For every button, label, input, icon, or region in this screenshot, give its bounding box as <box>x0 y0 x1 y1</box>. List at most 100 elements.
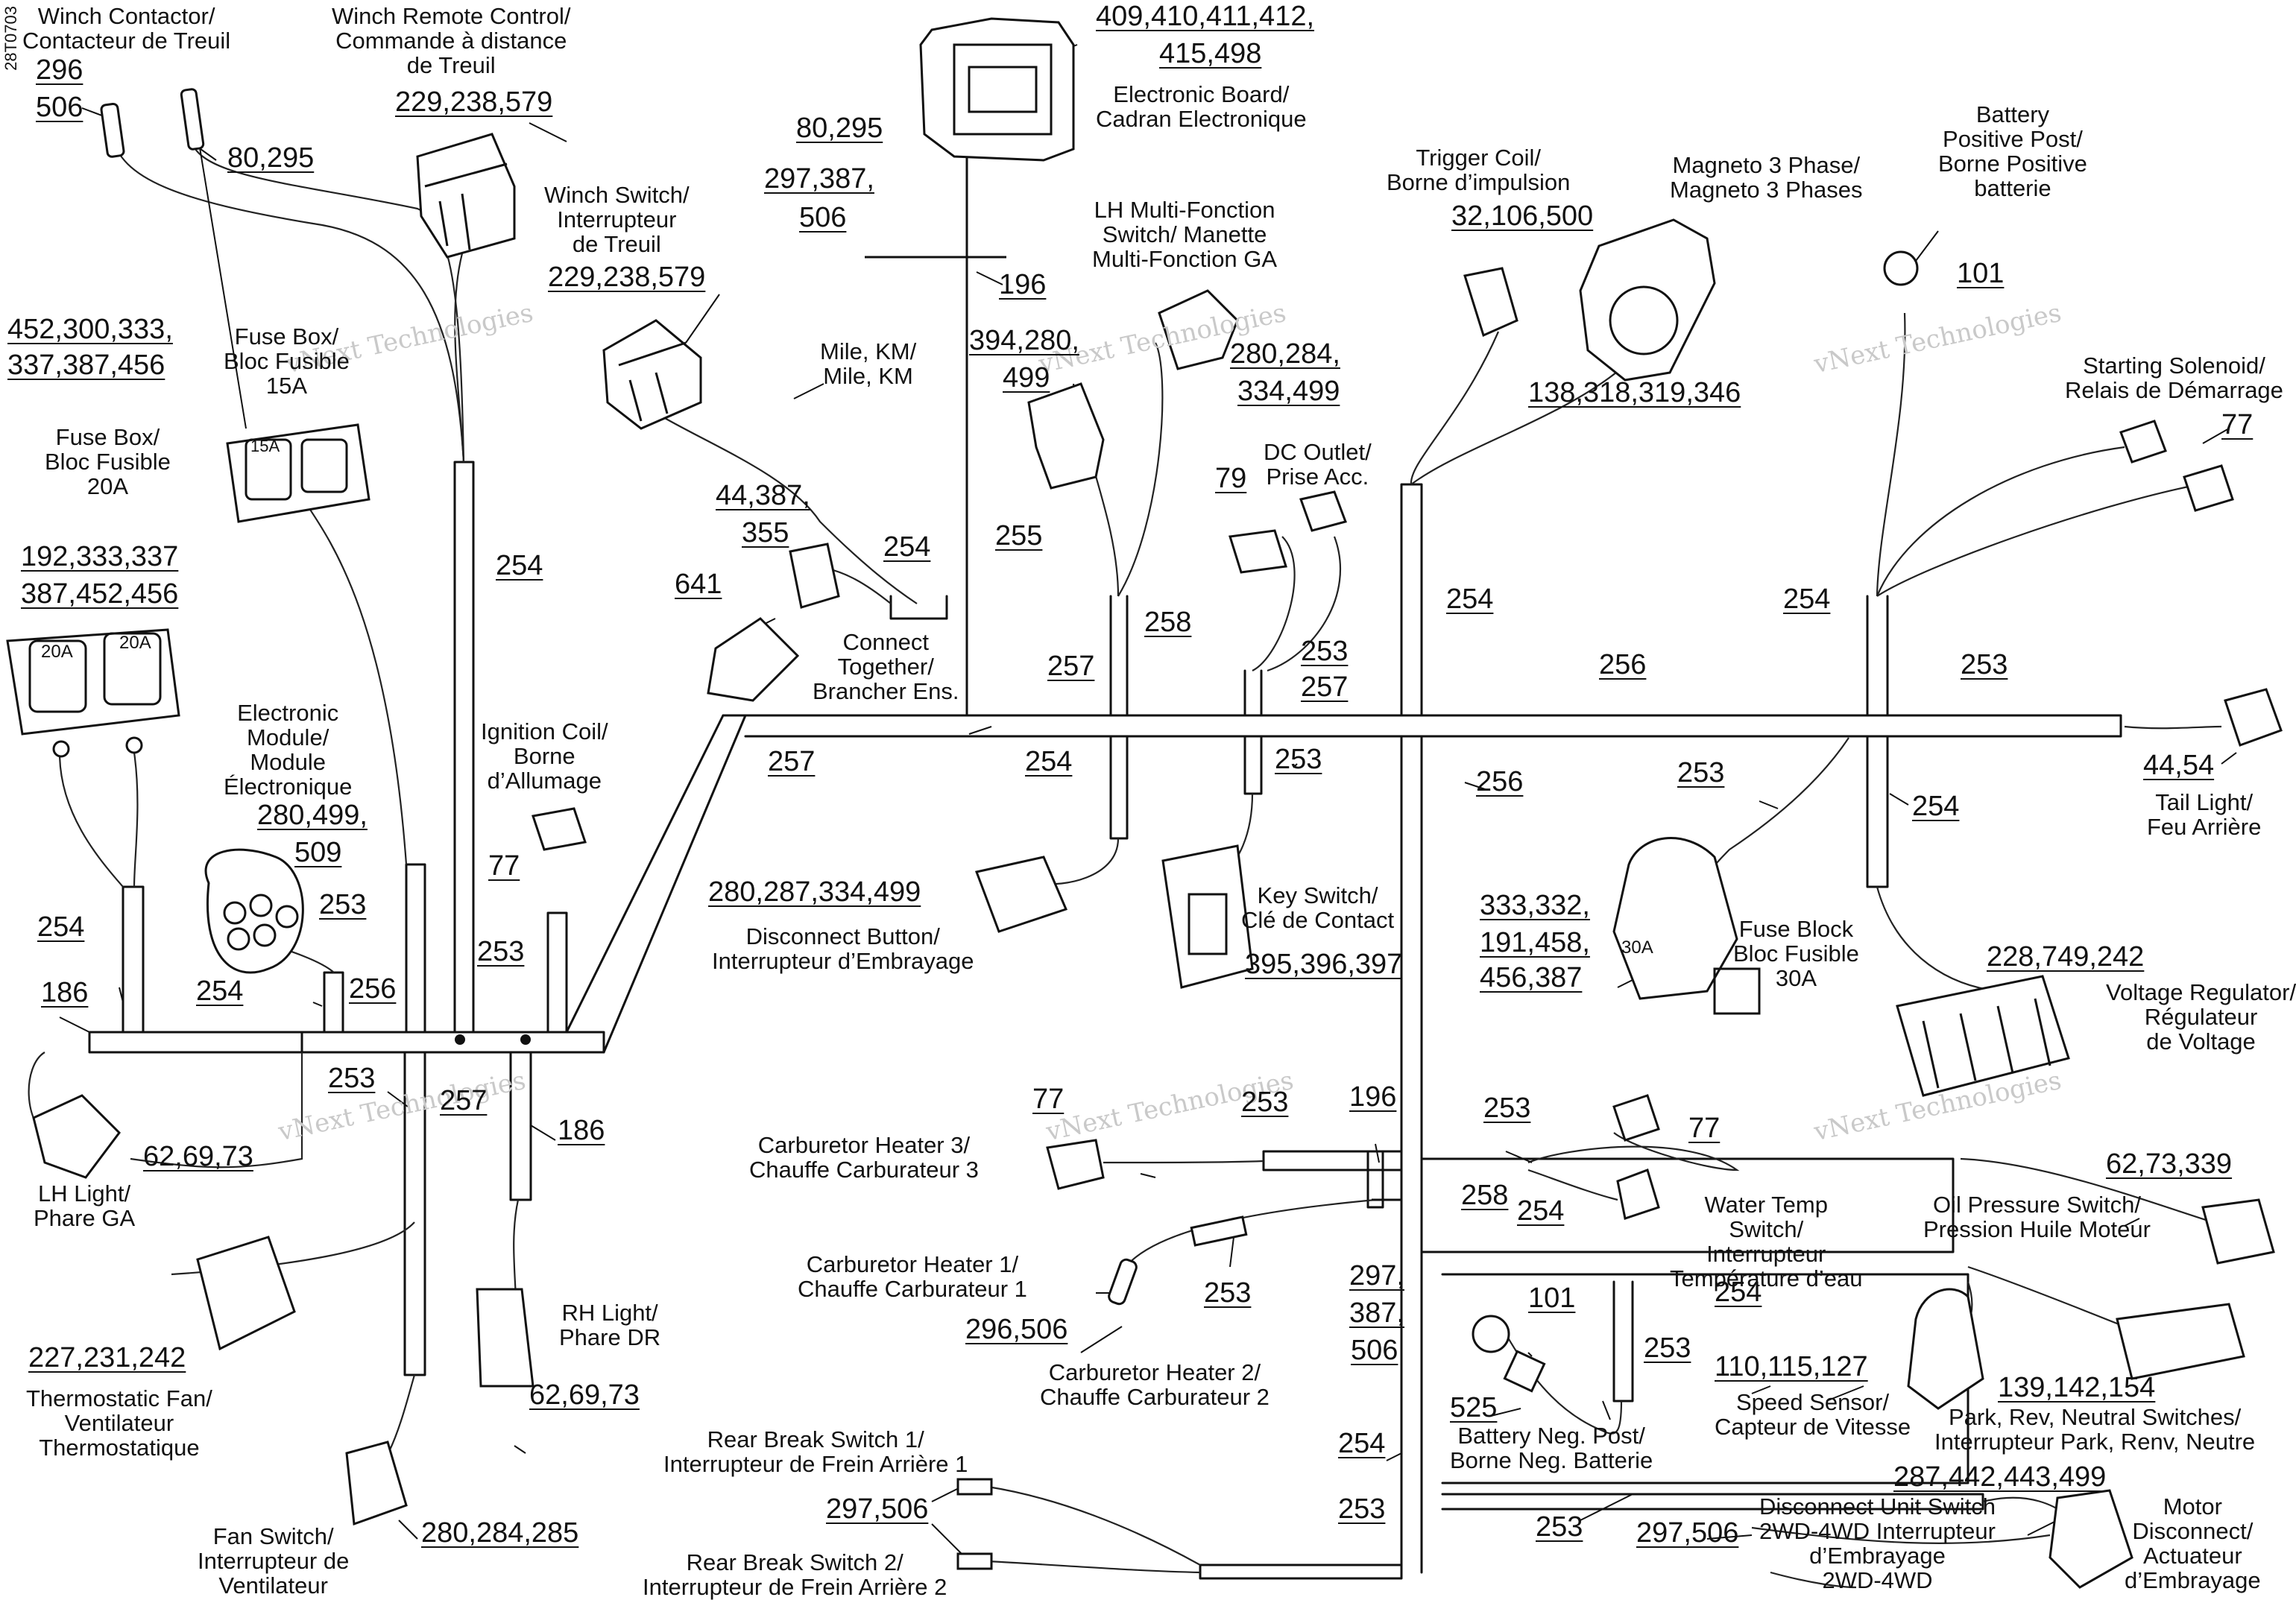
part-number: 509 <box>294 837 342 868</box>
part-number: 395,396,397 <box>1245 949 1403 980</box>
winch-contactor-terminal-1 <box>100 102 125 158</box>
part-number: 499 <box>1003 362 1050 393</box>
connect-together-2 <box>707 617 800 702</box>
rh-light-connector <box>476 1288 534 1388</box>
label-disconnect-button: Disconnect Button/ Interrupteur d’Embray… <box>712 923 974 974</box>
part-number: 280,499, <box>257 800 368 831</box>
label-rear-break-2: Rear Break Switch 2/ Interrupteur de Fre… <box>643 1549 947 1600</box>
part-number: 506 <box>799 202 847 233</box>
label-speed-sensor: Speed Sensor/ Capteur de Vitesse <box>1715 1389 1911 1440</box>
trunk-left-horizontal <box>88 1031 303 1054</box>
part-number: 337,387,456 <box>7 350 165 381</box>
part-number: 227,231,242 <box>28 1342 186 1373</box>
key-switch <box>1161 844 1254 989</box>
oil-pressure-sensor <box>2201 1198 2275 1265</box>
part-number: 355 <box>742 517 789 548</box>
part-number: 253 <box>1644 1332 1691 1364</box>
part-number: 77 <box>488 850 520 882</box>
part-number: 77 <box>1688 1113 1721 1144</box>
part-number: 256 <box>1599 649 1647 680</box>
part-number: 296,506 <box>965 1314 1068 1345</box>
part-number: 110,115,127 <box>1715 1351 1868 1382</box>
water-temp-connector-1 <box>1612 1094 1660 1142</box>
fan-switch-connector <box>345 1441 408 1526</box>
fuse-box-20a <box>6 628 180 736</box>
trunk-mid-horizontal <box>300 1031 605 1054</box>
part-number: 254 <box>196 976 244 1007</box>
label-oil-pressure: Oil Pressure Switch/ Pression Huile Mote… <box>1923 1192 2151 1242</box>
winch-contactor-terminal-2 <box>180 88 205 151</box>
part-number: 258 <box>1144 607 1192 638</box>
trunk-bottom <box>1199 1563 1403 1580</box>
part-number: 297,387, <box>764 163 874 195</box>
part-number: 101 <box>1957 258 2005 289</box>
part-number: 139,142,154 <box>1998 1372 2156 1403</box>
label-voltage-regulator: Voltage Regulator/ Régulateur de Voltage <box>2106 979 2296 1054</box>
part-number: 254 <box>1715 1277 1762 1308</box>
rear-break-switch-1 <box>956 1478 993 1496</box>
part-number: 452,300,333, <box>7 314 173 345</box>
trunk-right-vertical <box>1400 735 1423 1574</box>
part-number: 62,69,73 <box>143 1141 253 1172</box>
part-number: 394,280, <box>969 325 1079 356</box>
part-number: 196 <box>1349 1081 1397 1113</box>
part-number: 297,506 <box>826 1493 929 1525</box>
part-number: 254 <box>883 531 931 563</box>
part-number: 297,506 <box>1636 1517 1739 1549</box>
winch-switch-connector <box>602 319 702 430</box>
part-number: 253 <box>319 889 367 920</box>
part-number: 409,410,411,412, <box>1096 1 1315 32</box>
label-trigger-coil: Trigger Coil/ Borne d’impulsion <box>1387 145 1571 195</box>
label-magneto: Magneto 3 Phase/ Magneto 3 Phases <box>1670 152 1863 203</box>
label-park-rev-neutral: Park, Rev, Neutral Switches/ Interrupteu… <box>1934 1404 2256 1455</box>
part-number: 253 <box>477 936 525 967</box>
park-rev-neutral-connector <box>2116 1303 2245 1380</box>
part-number: 255 <box>995 520 1043 551</box>
part-number: 387, <box>1349 1297 1404 1329</box>
speed-sensor-connector <box>1907 1288 1984 1410</box>
part-number: 506 <box>36 92 83 123</box>
part-number: 253 <box>1961 649 2008 680</box>
part-number: 44,54 <box>2143 750 2215 781</box>
disconnect-button-connector <box>974 856 1068 933</box>
part-number: 415,498 <box>1159 38 1262 69</box>
label-carb-heater-2: Carburetor Heater 2/ Chauffe Carburateur… <box>1040 1359 1270 1410</box>
carb-heater-1-element <box>1108 1258 1138 1306</box>
part-number: 253 <box>1338 1493 1386 1525</box>
battery-negative-ring <box>1472 1315 1510 1353</box>
part-number: 101 <box>1528 1283 1576 1314</box>
part-number: 254 <box>1912 791 1960 822</box>
ignition-coil-connector <box>532 807 587 851</box>
label-battery-positive: Battery Positive Post/ Borne Positive ba… <box>1938 101 2087 201</box>
part-number: 297, <box>1349 1260 1404 1291</box>
motor-disconnect-connector <box>2049 1489 2133 1589</box>
part-number: 257 <box>440 1085 488 1116</box>
label-tail-light: Tail Light/ Feu Arrière <box>2147 789 2262 840</box>
label-winch-remote: Winch Remote Control/ Commande à distanc… <box>332 3 571 78</box>
part-number: 254 <box>37 911 85 943</box>
label-lh-multi-function: LH Multi-Fonction Switch/ Manette Multi-… <box>1092 197 1278 272</box>
label-starting-solenoid: Starting Solenoid/ Relais de Démarrage <box>2065 352 2283 403</box>
part-number: 253 <box>1301 636 1349 667</box>
battery-positive-ring <box>1883 250 1919 286</box>
label-connect-together: Connect Together/ Brancher Ens. <box>813 629 959 704</box>
label-winch-switch: Winch Switch/ Interrupteur de Treuil <box>544 182 690 257</box>
connect-together-1 <box>789 543 840 609</box>
part-number: 254 <box>1517 1195 1565 1227</box>
part-number: 186 <box>558 1115 605 1146</box>
part-number: 196 <box>999 269 1047 300</box>
label-fuse-block-30a: Fuse Block Bloc Fusible 30A <box>1733 916 1859 991</box>
part-number: 32,106,500 <box>1451 200 1594 232</box>
part-number: 287,442,443,499 <box>1893 1461 2107 1493</box>
lh-light-connector <box>32 1094 121 1179</box>
trunk-carb <box>1262 1150 1403 1171</box>
part-number: 79 <box>1215 463 1247 494</box>
fuse-20a-marking-1: 20A <box>41 642 73 662</box>
part-number: 280,287,334,499 <box>708 876 921 908</box>
voltage-regulator <box>1896 975 2070 1097</box>
part-number: 253 <box>1677 757 1725 788</box>
part-number: 258 <box>1461 1180 1509 1211</box>
part-number: 77 <box>2221 409 2254 440</box>
part-number: 525 <box>1450 1392 1498 1423</box>
